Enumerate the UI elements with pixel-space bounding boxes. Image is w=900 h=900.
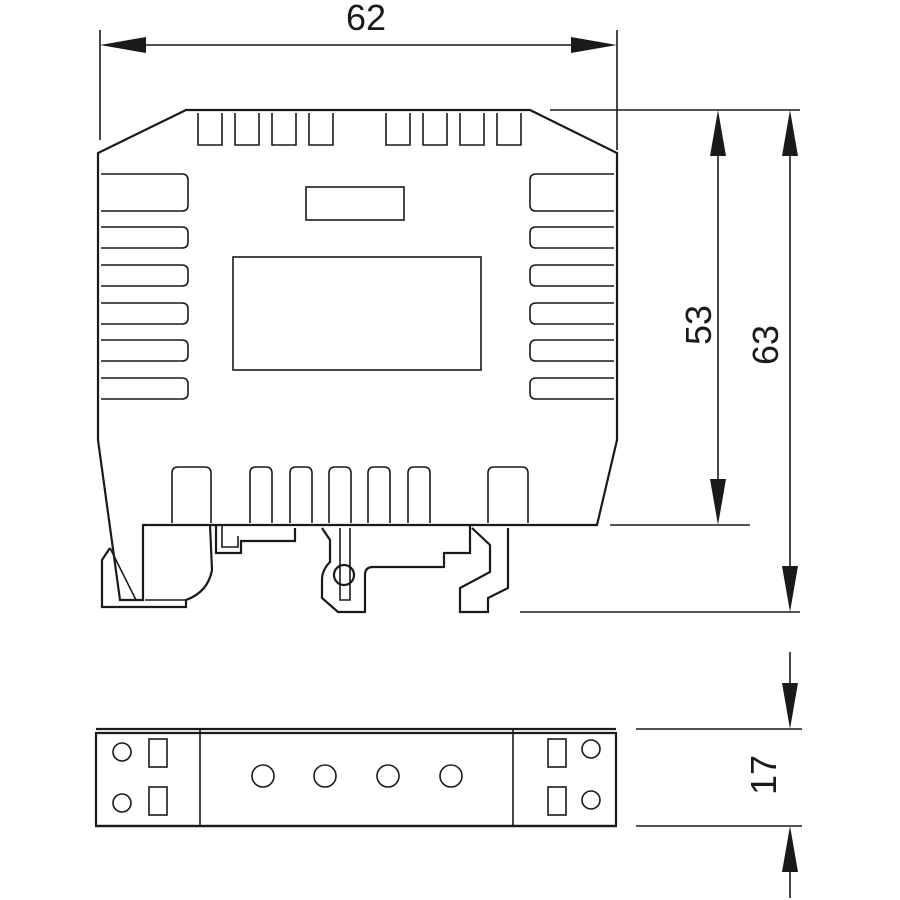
bottom-vent-slots [171, 466, 529, 523]
bottom-outline [94, 731, 618, 828]
bottom-view [94, 727, 618, 828]
left-side-fins [101, 173, 189, 400]
center-holes [251, 764, 463, 788]
terminal-screws-right [547, 738, 601, 816]
label-window [305, 186, 405, 221]
din-clip-left [100, 524, 214, 609]
dimension-height-body: 53 [550, 109, 800, 526]
top-vent-slots [197, 113, 522, 146]
terminal-screws-left [112, 738, 168, 816]
dimension-depth: 17 [636, 652, 802, 898]
dimension-width: 62 [99, 0, 618, 150]
din-latch [214, 525, 510, 614]
dimension-label-height-body: 53 [678, 305, 719, 345]
dimension-label-height-total: 63 [745, 325, 786, 365]
right-side-fins [529, 173, 614, 400]
display-window [232, 256, 482, 371]
dimension-label-width: 62 [346, 0, 386, 38]
front-view [96, 108, 619, 614]
dimension-label-depth: 17 [743, 755, 784, 795]
housing-outline [96, 108, 619, 602]
dimension-height-total: 63 [520, 110, 800, 613]
